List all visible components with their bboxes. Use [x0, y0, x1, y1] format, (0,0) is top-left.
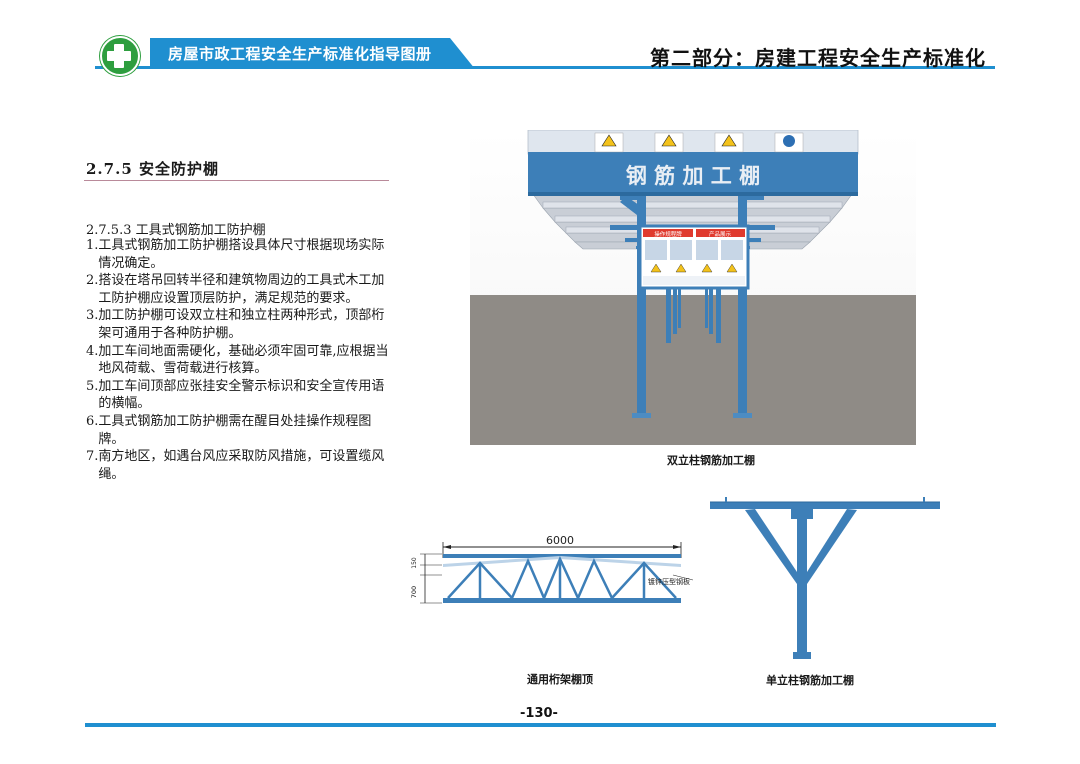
- part-title: 第二部分：房建工程安全生产标准化: [650, 46, 986, 70]
- header-tab: [150, 38, 475, 69]
- single-column-shed-drawing: [710, 497, 940, 659]
- book-title: 房屋市政工程安全生产标准化指导图册: [168, 45, 432, 63]
- list-item: 6.工具式钢筋加工防护棚需在醒目处挂操作规程图牌。: [86, 413, 372, 447]
- truss-dim-height: 700: [410, 586, 418, 598]
- header-rule: [95, 66, 995, 69]
- safety-logo-icon: [100, 36, 140, 76]
- single-column-caption: 单立柱钢筋加工棚: [766, 674, 854, 687]
- truss-caption: 通用桁架棚顶: [527, 673, 593, 686]
- page-number: -130-: [520, 706, 558, 721]
- requirement-list: 1.工具式钢筋加工防护棚搭设具体尺寸根据现场实际情况确定。 2.搭设在塔吊回转半…: [86, 237, 391, 483]
- subsection-title: 2.7.5.3 工具式钢筋加工防护棚: [86, 223, 266, 238]
- footer-rule: [85, 723, 996, 727]
- svg-text:产品展示: 产品展示: [709, 230, 732, 238]
- main-figure-caption: 双立柱钢筋加工棚: [667, 454, 755, 467]
- double-column-shed-illustration: 钢 筋 加 工 棚 操作规程牌 产品展示: [470, 130, 916, 445]
- logo-cross-horizontal: [107, 51, 131, 61]
- list-item: 4.加工车间地面需硬化，基础必须牢固可靠,应根据当地风荷载、雪荷载进行核算。: [86, 343, 389, 377]
- truss-width-dim: 6000: [546, 534, 574, 547]
- truss-note: 镀锌压型钢板: [648, 577, 690, 586]
- list-item: 7.南方地区，如遇台风应采取防风措施，可设置缆风绳。: [86, 449, 385, 482]
- shed-banner-text: 钢 筋 加 工 棚: [626, 164, 760, 188]
- list-item: 2.搭设在塔吊回转半径和建筑物周边的工具式木工加工防护棚应设置顶层防护，满足规范…: [86, 273, 385, 306]
- list-item: 1.工具式钢筋加工防护棚搭设具体尺寸根据现场实际情况确定。: [86, 238, 385, 271]
- list-item: 5.加工车间顶部应张挂安全警示标识和安全宣传用语的横幅。: [86, 378, 385, 412]
- truss-roof-drawing: 6000 150 700 镀锌压型钢板: [410, 534, 693, 604]
- section-rule: [84, 180, 389, 181]
- section-title: 2.7.5 安全防护棚: [86, 160, 219, 178]
- list-item: 3.加工防护棚可设双立柱和独立柱两种形式，顶部桁架可通用于各种防护棚。: [86, 308, 385, 341]
- truss-dim-small: 150: [411, 557, 418, 569]
- svg-text:操作规程牌: 操作规程牌: [654, 230, 682, 238]
